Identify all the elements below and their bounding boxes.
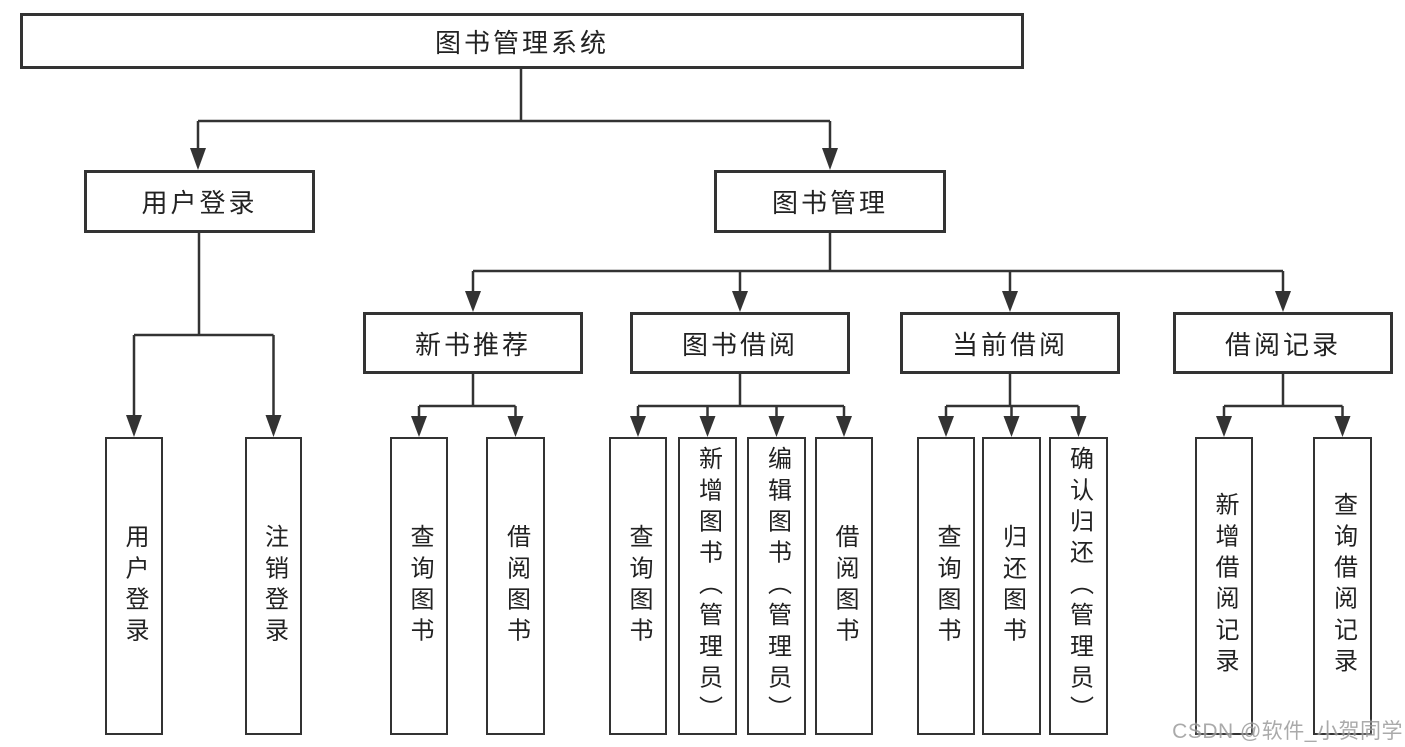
node-label: 用户登录 — [141, 188, 258, 218]
node-label: 新增图书（管理员） — [694, 445, 722, 727]
leaf-user-login: 用户登录 — [105, 437, 163, 735]
node-label: 新书推荐 — [414, 329, 531, 360]
node-label: 当前借阅 — [951, 329, 1068, 360]
leaf-query-borrow-record: 查询借阅记录 — [1313, 437, 1372, 735]
node-current-borrowing: 当前借阅 — [900, 312, 1120, 374]
node-label: 图书管理系统 — [434, 27, 609, 58]
leaf-query-books-recommend: 查询图书 — [390, 437, 448, 735]
node-label: 编辑图书（管理员） — [763, 445, 791, 727]
node-label: 借阅记录 — [1224, 329, 1341, 360]
node-label: 图书借阅 — [681, 329, 798, 360]
leaf-logout: 注销登录 — [245, 437, 302, 735]
leaf-query-books-borrowing: 查询图书 — [609, 437, 667, 735]
node-label: 查询借阅记录 — [1329, 492, 1357, 680]
node-label: 新增借阅记录 — [1211, 492, 1238, 680]
leaf-return-books: 归还图书 — [982, 437, 1041, 735]
node-label: 图书管理 — [771, 188, 888, 218]
node-label: 查询图书 — [406, 523, 433, 649]
leaf-borrow-books: 借阅图书 — [815, 437, 873, 735]
node-borrowing-records: 借阅记录 — [1173, 312, 1393, 374]
leaf-add-borrow-record: 新增借阅记录 — [1195, 437, 1253, 735]
node-book-management: 图书管理 — [714, 170, 946, 233]
node-label: 注销登录 — [260, 523, 288, 649]
leaf-borrow-books-recommend: 借阅图书 — [486, 437, 545, 735]
node-label: 借阅图书 — [831, 523, 858, 649]
node-label: 查询图书 — [625, 523, 652, 649]
node-book-borrowing: 图书借阅 — [630, 312, 850, 374]
node-label: 用户登录 — [121, 523, 148, 649]
node-library-system: 图书管理系统 — [20, 13, 1024, 69]
node-label: 借阅图书 — [502, 523, 530, 649]
leaf-add-books-admin: 新增图书（管理员） — [678, 437, 737, 735]
csdn-watermark: CSDN @软件_小贺同学 — [1172, 720, 1403, 743]
node-new-book-recommendation: 新书推荐 — [363, 312, 583, 374]
node-user-login: 用户登录 — [84, 170, 315, 233]
leaf-query-books-current: 查询图书 — [917, 437, 975, 735]
node-label: 确认归还（管理员） — [1065, 445, 1093, 727]
node-label: 查询图书 — [933, 523, 960, 649]
leaf-confirm-return-admin: 确认归还（管理员） — [1049, 437, 1108, 735]
leaf-edit-books-admin: 编辑图书（管理员） — [747, 437, 806, 735]
node-label: 归还图书 — [998, 523, 1026, 649]
